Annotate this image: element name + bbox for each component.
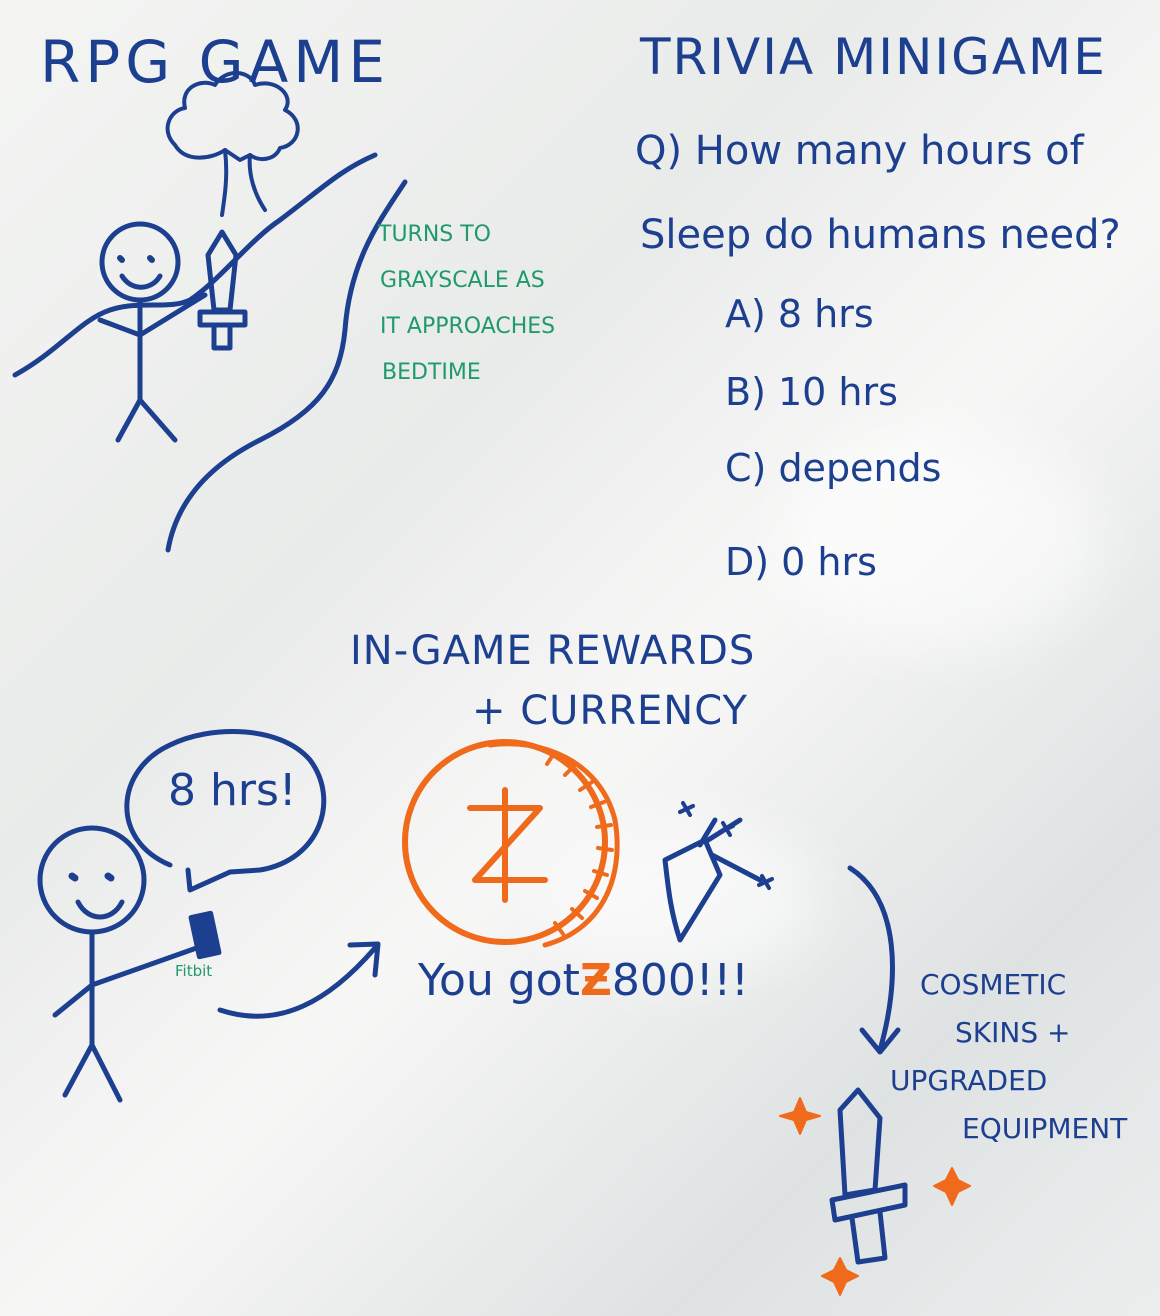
note-line: GRAYSCALE AS bbox=[380, 268, 545, 293]
reward-amount: 800!!! bbox=[611, 955, 749, 1006]
question-line: Q) How many hours of bbox=[635, 128, 1084, 174]
rewards-title: IN-GAME REWARDS bbox=[350, 628, 756, 674]
glare bbox=[780, 430, 1100, 650]
tree-trunk bbox=[220, 148, 267, 217]
currency-symbol: Ƶ bbox=[579, 955, 612, 1006]
speech-text: 8 hrs! bbox=[168, 765, 297, 816]
sword-icon bbox=[197, 229, 248, 351]
rpg-title: RPG GAME bbox=[40, 28, 390, 96]
figure-body bbox=[97, 292, 208, 443]
answer-b: B) 10 hrs bbox=[725, 370, 898, 414]
note-line: BEDTIME bbox=[382, 360, 481, 385]
arrow-icon bbox=[217, 941, 381, 1019]
cosmetic-line: EQUIPMENT bbox=[962, 1112, 1128, 1145]
river-line bbox=[165, 179, 408, 553]
question-line: Sleep do humans need? bbox=[640, 212, 1121, 258]
reward-prefix: You got bbox=[418, 955, 580, 1006]
note-line: IT APPROACHES bbox=[380, 314, 556, 339]
figure-body bbox=[52, 929, 208, 1103]
cosmetic-line: SKINS + bbox=[955, 1016, 1071, 1049]
answer-d: D) 0 hrs bbox=[725, 540, 877, 584]
cosmetic-line: UPGRADED bbox=[890, 1064, 1048, 1097]
cosmetic-line: COSMETIC bbox=[920, 968, 1067, 1001]
fitbit-label: Fitbit bbox=[175, 962, 213, 980]
answer-c: C) depends bbox=[725, 446, 942, 490]
hill-line bbox=[12, 152, 378, 378]
currency-title: + CURRENCY bbox=[472, 688, 748, 734]
reward-message: You gotƵ800!!! bbox=[418, 955, 749, 1006]
star-icon bbox=[678, 801, 774, 890]
note-line: TURNS TO bbox=[378, 222, 491, 247]
coin-icon bbox=[402, 739, 620, 948]
sword-icon bbox=[829, 1087, 908, 1265]
sparkle-icon bbox=[779, 1097, 971, 1296]
trivia-title: TRIVIA MINIGAME bbox=[640, 28, 1107, 86]
fitbit-icon bbox=[188, 910, 222, 960]
broom-icon bbox=[662, 817, 763, 943]
answer-a: A) 8 hrs bbox=[725, 292, 874, 336]
speech-bubble bbox=[124, 729, 327, 893]
arrow-icon bbox=[847, 865, 901, 1055]
